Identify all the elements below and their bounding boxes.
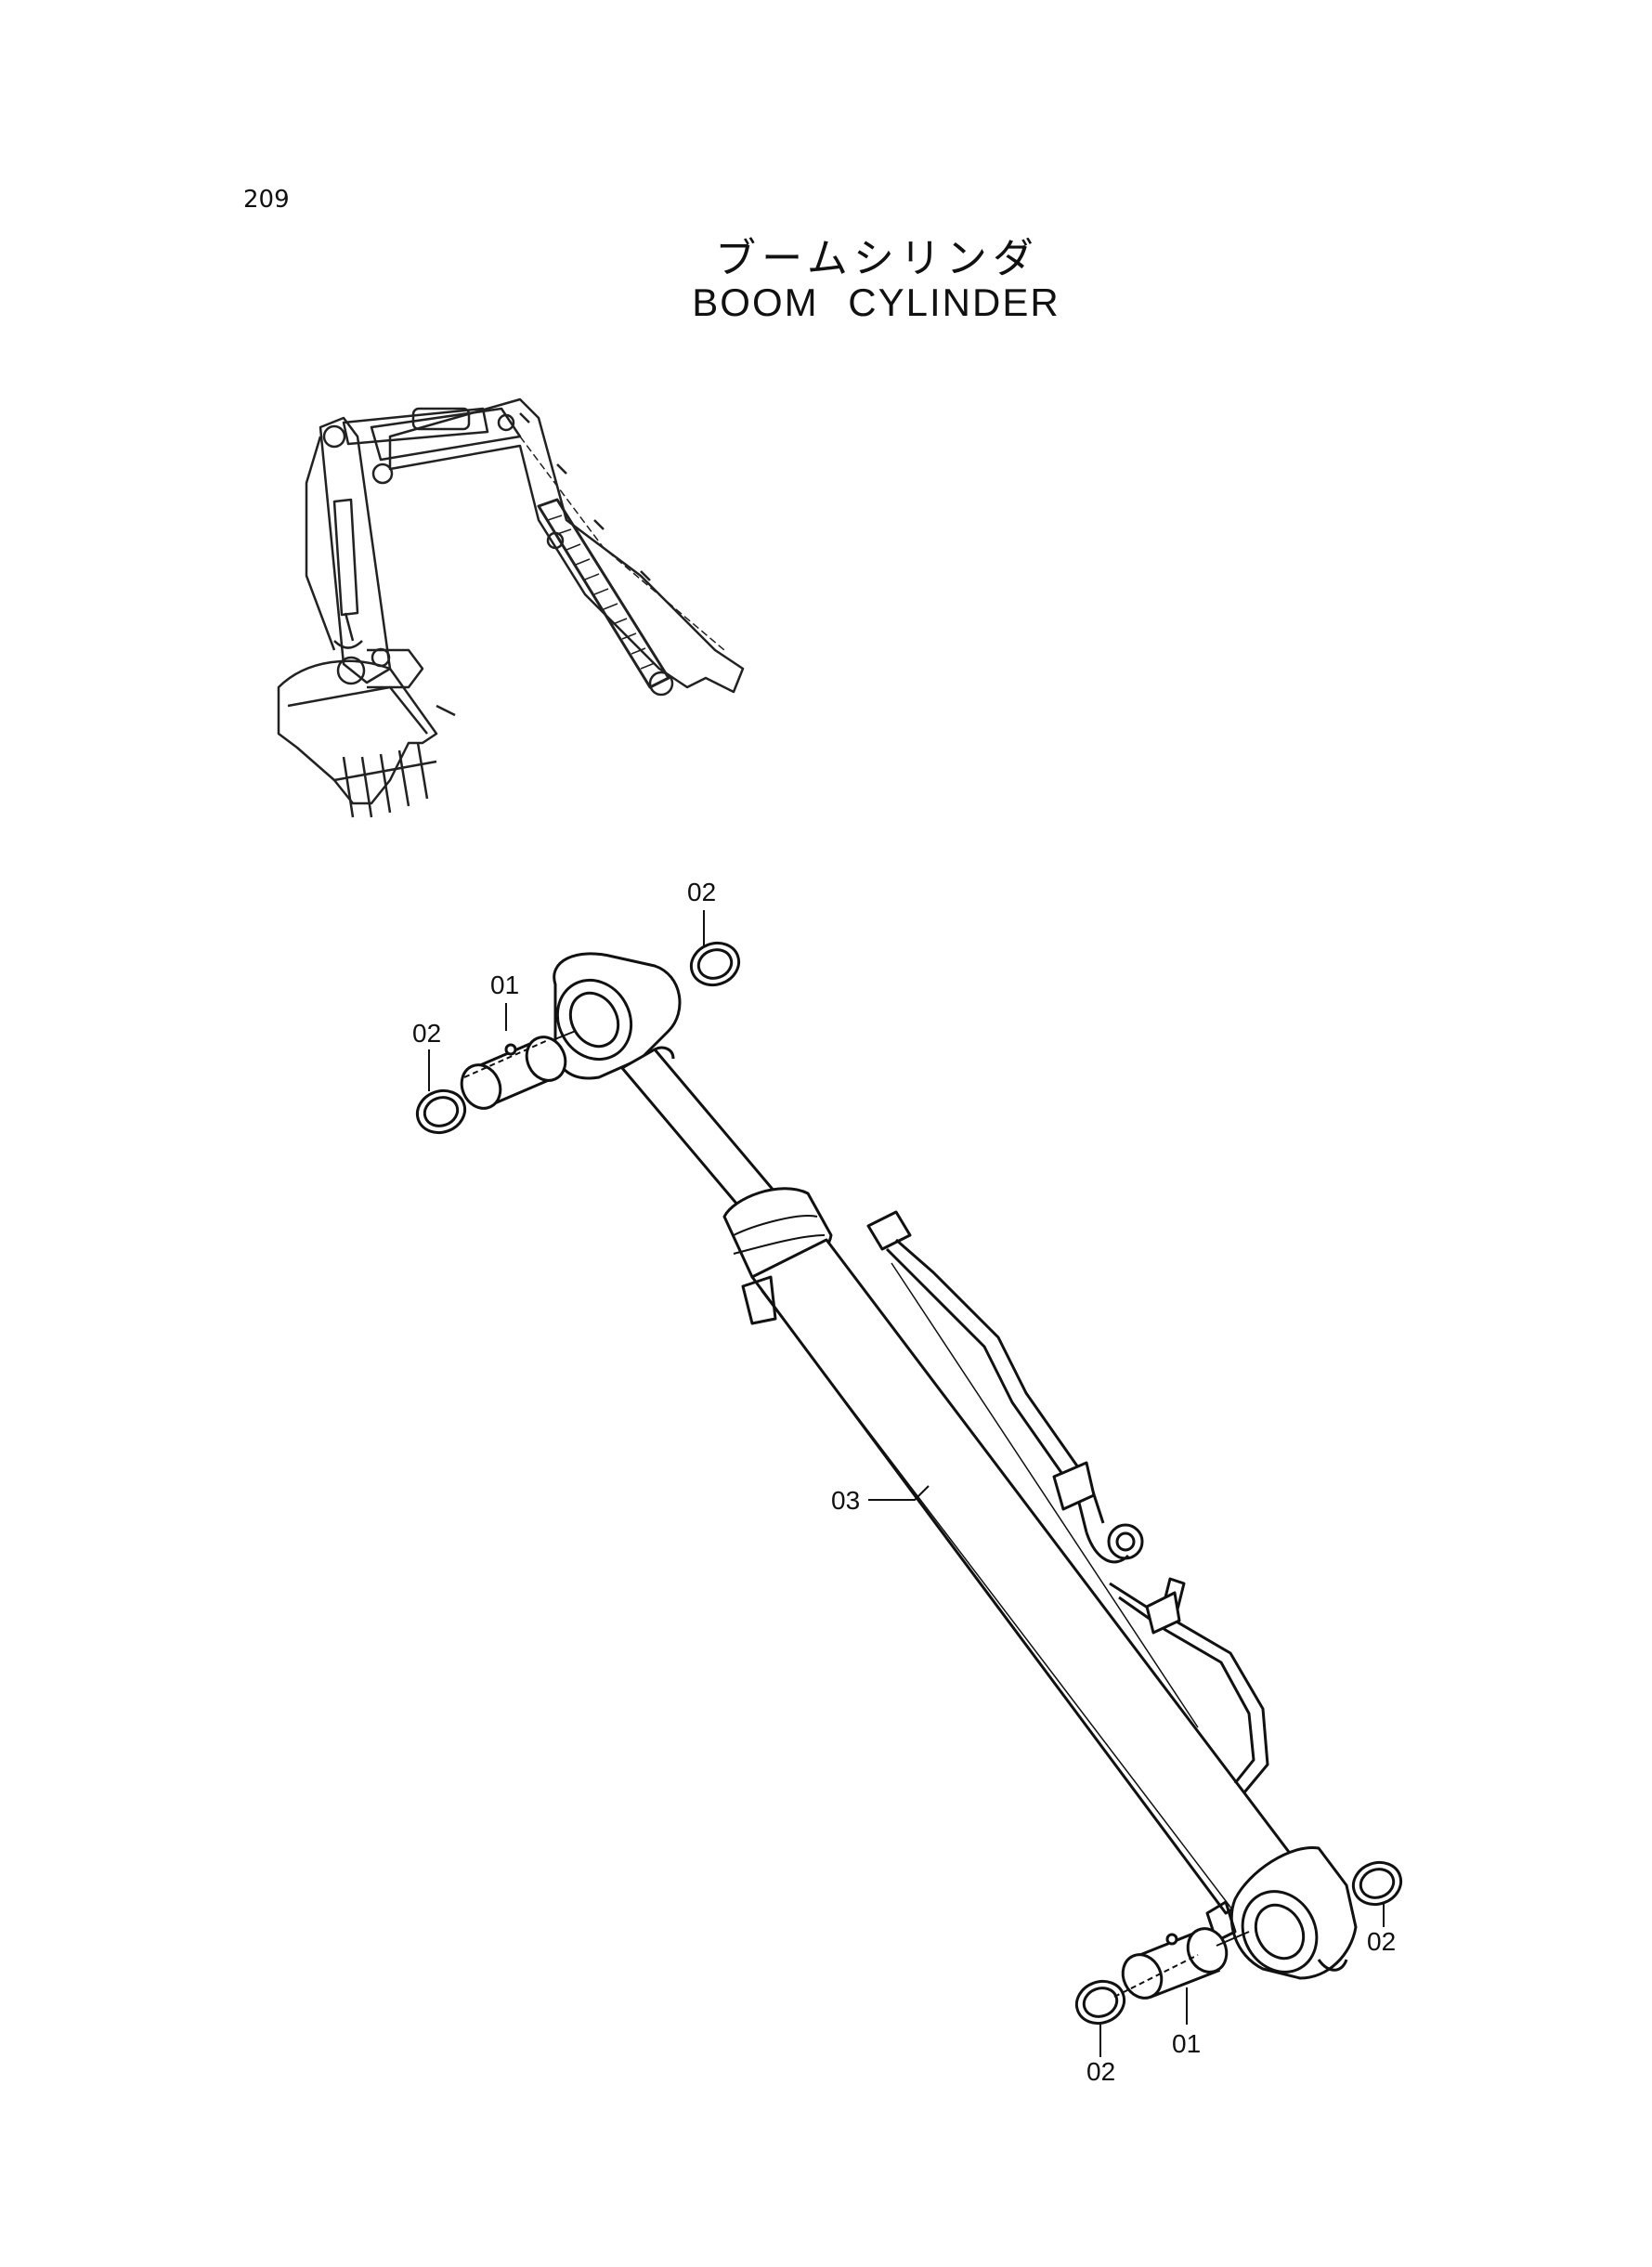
callout-01-top: 01	[490, 971, 519, 999]
boom-cylinder-assembly	[553, 952, 1358, 1980]
bushing-01-top	[460, 1036, 567, 1110]
callout-02-right: 02	[1367, 1927, 1396, 1956]
parts-bushings-seals	[415, 941, 1403, 2026]
callout-02-top: 02	[687, 878, 716, 906]
callout-labels: 02 01 02 03 02 01 02	[412, 878, 1396, 2086]
callout-02-bottom: 02	[1086, 2057, 1115, 2086]
callout-02-left: 02	[412, 1019, 441, 1048]
title-japanese: ブームシリンダ	[715, 235, 1039, 282]
leader-lines	[428, 910, 1385, 2057]
page-number: 209	[243, 186, 290, 214]
excavator-overview-illustration	[277, 397, 745, 818]
bushing-01-bottom	[1121, 1927, 1229, 2000]
title-english: BOOM CYLINDER	[692, 280, 1060, 324]
callout-03: 03	[831, 1486, 860, 1515]
callout-01-bottom: 01	[1172, 2029, 1201, 2058]
